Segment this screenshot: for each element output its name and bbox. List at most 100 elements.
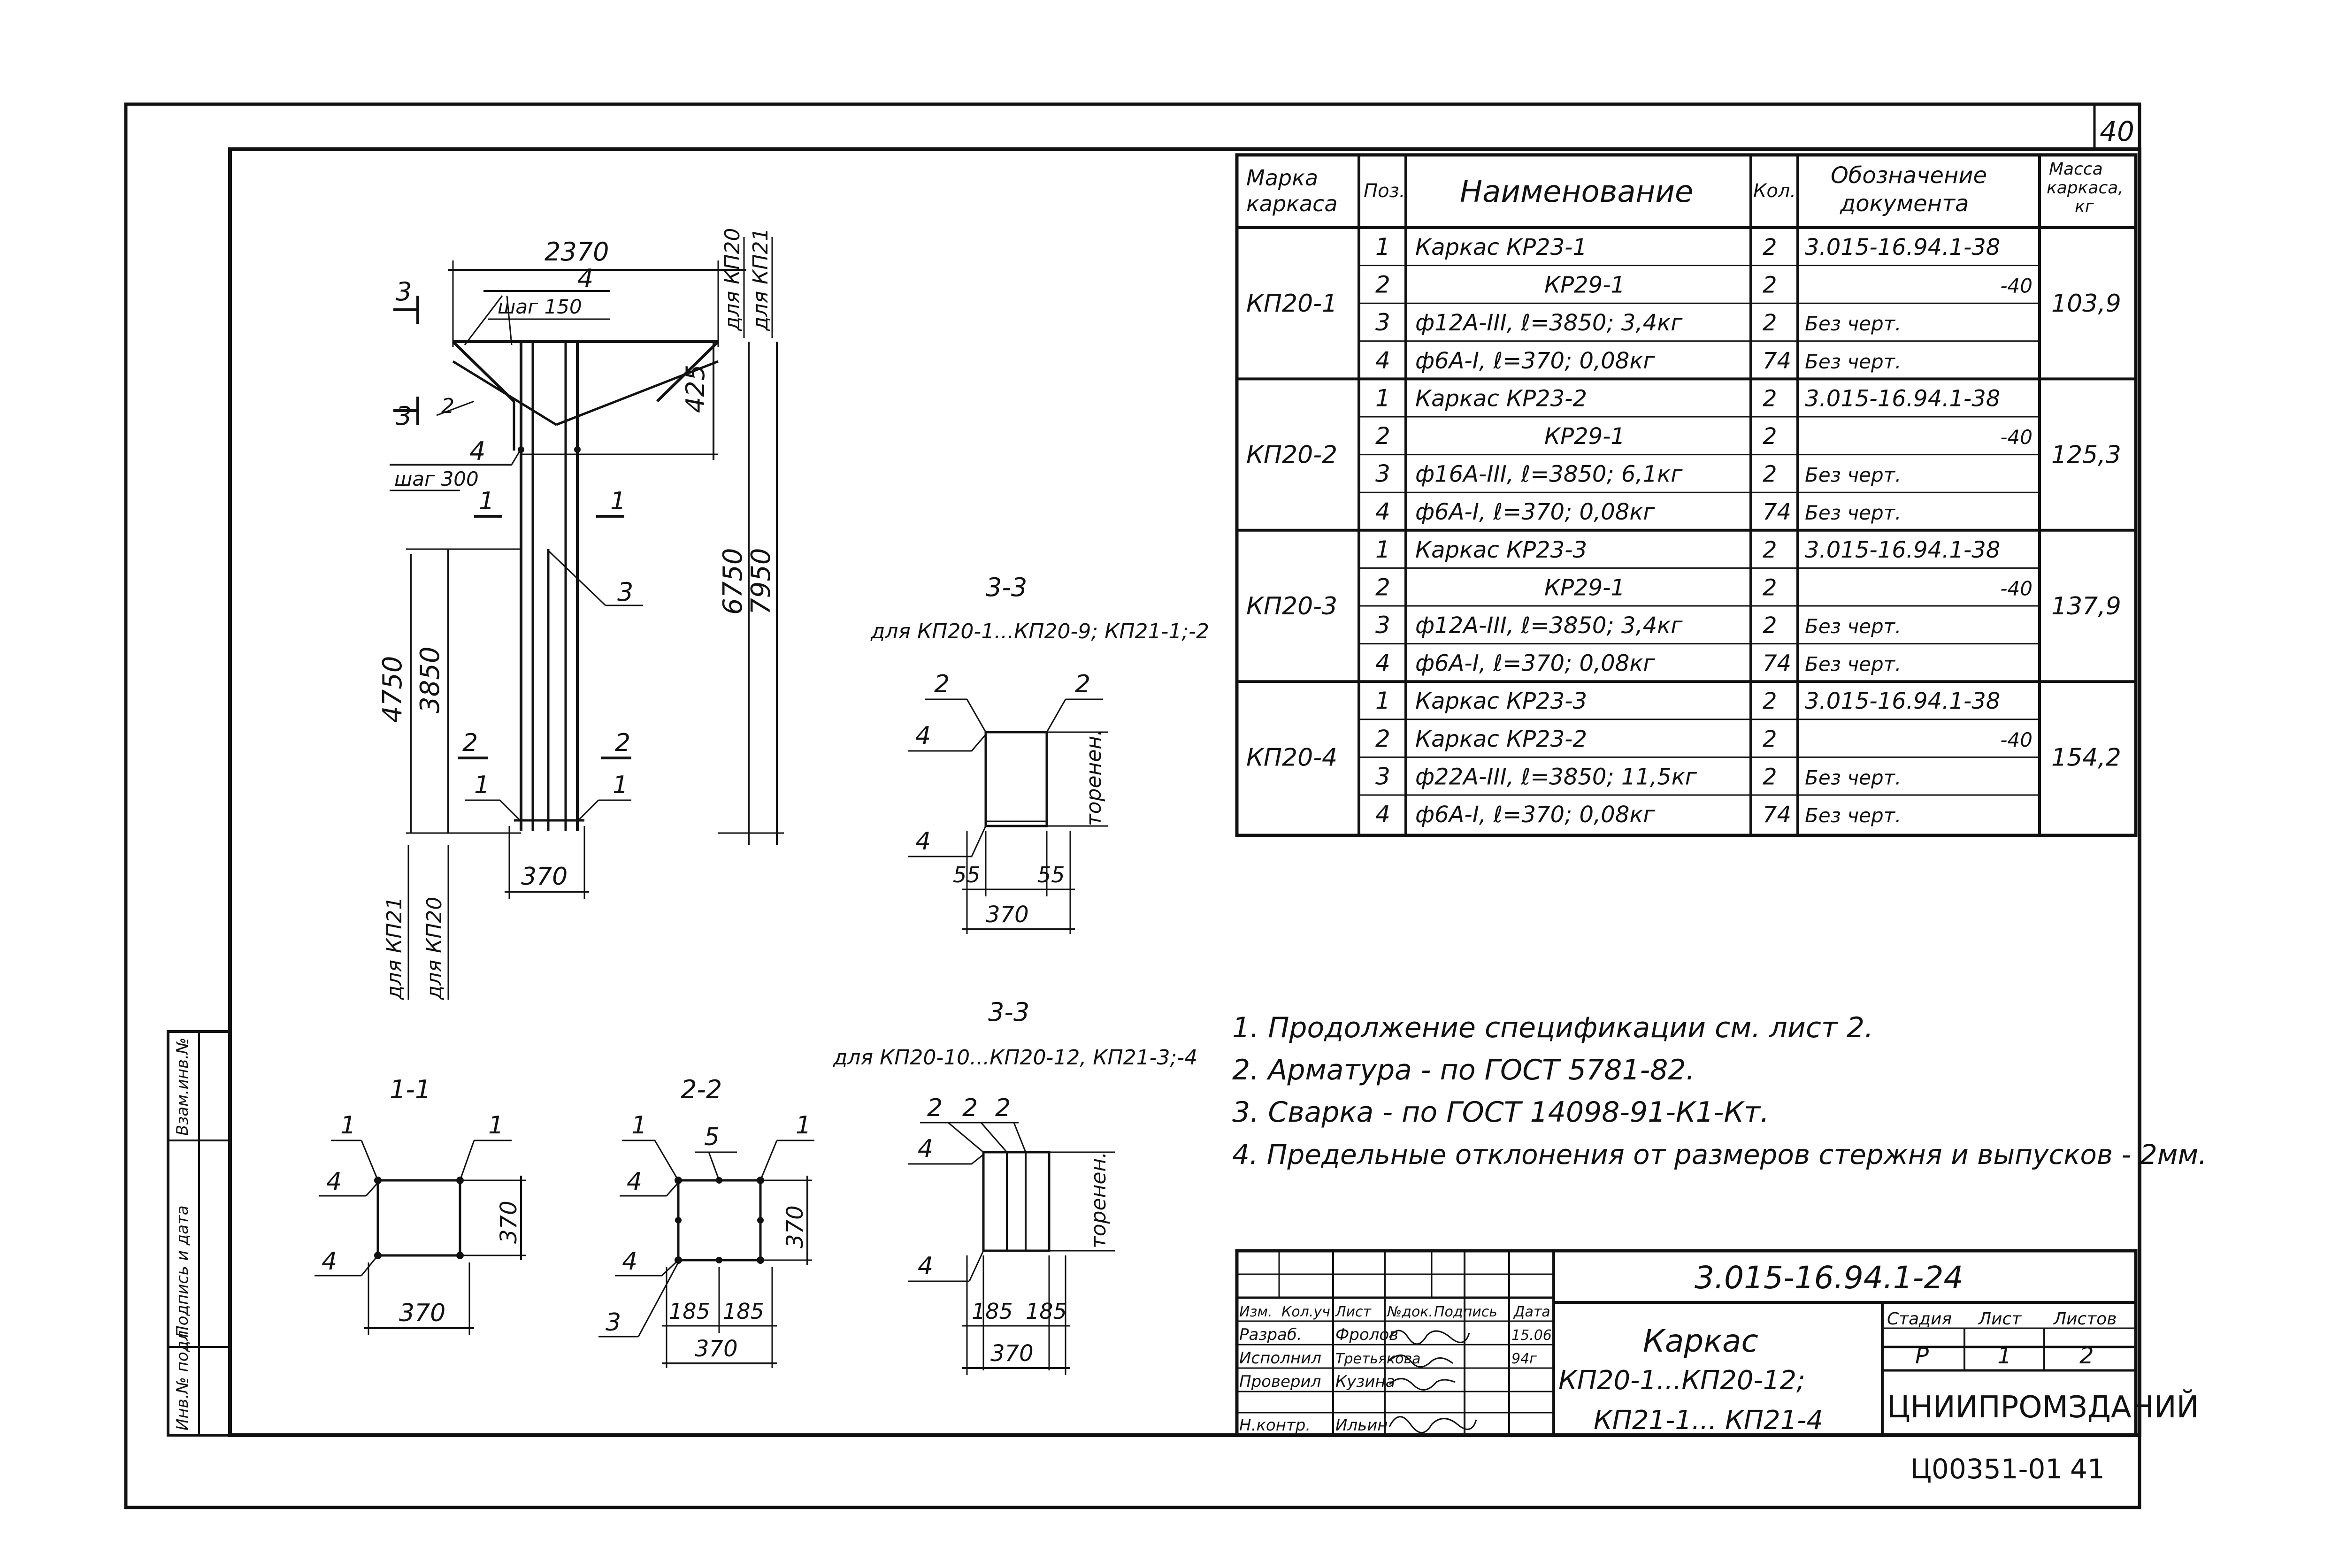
svg-text:торенен.: торенен. <box>1087 1152 1111 1248</box>
s11-title: 1-1 <box>390 1075 431 1104</box>
spec-doc: Без черт. <box>1805 501 1901 524</box>
tb-date-1: 15.06 <box>1511 1327 1552 1344</box>
spec-pos: 3 <box>1375 763 1390 790</box>
spec-pos: 2 <box>1375 271 1390 298</box>
s33a-subtitle: для КП20-1...КП20-9; КП21-1;-2 <box>870 620 1209 643</box>
spec-name: КР29-1 <box>1544 272 1625 298</box>
tb-org: ЦНИИПРОМЗДАНИЙ <box>1887 1389 2199 1425</box>
spec-name: ф22А-III, ℓ=3850; 11,5кг <box>1415 764 1697 790</box>
bottom-page: 41 <box>2070 1453 2105 1485</box>
spec-doc: Без черт. <box>1805 653 1901 676</box>
spec-mass: 137,9 <box>2051 592 2121 620</box>
section-1-1: 1-1 1 1 4 4 370 370 <box>314 1075 526 1335</box>
spec-mass: 125,3 <box>2051 441 2121 469</box>
svg-text:4: 4 <box>622 1247 637 1276</box>
spec-pos: 1 <box>1375 536 1390 563</box>
spec-doc: 3.015-16.94.1-38 <box>1805 385 2000 412</box>
note-2: 2. Арматура - по ГОСТ 5781-82. <box>1232 1054 1695 1086</box>
dim-7950: 7950 <box>746 548 776 615</box>
spec-mark: КП20-3 <box>1246 592 1337 620</box>
svg-text:торенен.: торенен. <box>1082 729 1106 826</box>
spec-name: КР29-1 <box>1544 423 1625 450</box>
spec-pos: 2 <box>1375 725 1390 752</box>
hdr-doc-1: Обозначение <box>1831 162 1987 189</box>
spec-pos: 4 <box>1375 650 1390 677</box>
tb-title-3: КП21-1... КП21-4 <box>1594 1405 1823 1436</box>
spec-doc: Без черт. <box>1805 350 1901 373</box>
svg-text:1: 1 <box>796 1111 811 1140</box>
title-block: 3.015-16.94.1-24 Каркас КП20-1...КП20-12… <box>1235 1249 2199 1437</box>
tb-sheet-v: 1 <box>1997 1343 2012 1369</box>
tb-h-date: Дата <box>1513 1304 1550 1320</box>
svg-text:1: 1 <box>488 1111 504 1140</box>
svg-text:4: 4 <box>915 722 931 750</box>
spec-name: Каркас КР23-3 <box>1415 688 1587 714</box>
spec-qty: 2 <box>1763 310 1777 336</box>
spec-qty: 74 <box>1763 348 1791 374</box>
s33b-subtitle: для КП20-10...КП20-12, КП21-3;-4 <box>833 1046 1197 1070</box>
tb-h-sign: Подпись <box>1434 1304 1497 1320</box>
signature-3 <box>1388 1378 1456 1391</box>
s22-title: 2-2 <box>681 1075 722 1104</box>
note-4: 4. Предельные отклонения от размеров сте… <box>1232 1139 2207 1170</box>
spec-pos: 2 <box>1375 422 1390 450</box>
inner-frame <box>228 147 2141 1437</box>
dim-6750: 6750 <box>718 548 748 615</box>
spec-pos: 4 <box>1375 801 1390 828</box>
spec-doc: -40 <box>2000 728 2033 751</box>
stamp-sign: Подпись и дата <box>173 1205 192 1338</box>
pos1-left: 1 <box>474 771 490 799</box>
spec-doc: Без черт. <box>1805 312 1901 335</box>
spec-qty: 2 <box>1763 764 1777 790</box>
svg-text:3: 3 <box>606 1308 621 1337</box>
section-3-3-b: 3-3 для КП20-10...КП20-12, КП21-3;-4 2 2… <box>833 997 1197 1375</box>
tb-sheets-h: Листов <box>2053 1309 2117 1329</box>
svg-text:370: 370 <box>990 1340 1034 1367</box>
tb-stage-v: Р <box>1915 1343 1929 1369</box>
svg-text:4: 4 <box>627 1168 642 1196</box>
signature-1 <box>1388 1330 1470 1345</box>
svg-text:2: 2 <box>934 670 950 698</box>
spec-name: ф6А-I, ℓ=370; 0,08кг <box>1415 650 1655 677</box>
spec-qty: 74 <box>1763 499 1791 525</box>
spec-doc: Без черт. <box>1805 464 1901 487</box>
tb-h-izm: Изм. <box>1239 1304 1273 1320</box>
left-stamp: Инв.№ подл. Подпись и дата Взам.инв.№ <box>167 1030 231 1437</box>
svg-text:2: 2 <box>995 1094 1011 1122</box>
spec-name: КР29-1 <box>1544 574 1625 601</box>
dim-2370: 2370 <box>545 237 609 267</box>
svg-text:2: 2 <box>1075 670 1090 698</box>
page-number-top: 40 <box>2100 115 2134 147</box>
svg-text:370: 370 <box>782 1205 808 1248</box>
spec-pos: 1 <box>1375 233 1390 260</box>
tb-name-1: Фролов <box>1335 1325 1398 1344</box>
spec-pos: 4 <box>1375 347 1390 374</box>
svg-text:4: 4 <box>918 1135 933 1163</box>
tb-name-4: Ильин <box>1335 1416 1388 1435</box>
spec-name: Каркас КР23-1 <box>1415 234 1587 260</box>
spec-doc: -40 <box>2000 426 2033 449</box>
stamp-inv: Инв.№ подл. <box>173 1325 192 1430</box>
tb-code: 3.015-16.94.1-24 <box>1695 1260 1963 1296</box>
spec-qty: 2 <box>1763 612 1777 639</box>
hdr-name: Наименование <box>1460 175 1693 209</box>
svg-text:55: 55 <box>1037 862 1065 887</box>
cut3-top-label: 3 <box>396 277 412 306</box>
dim-mid-pos4: 4 <box>469 436 485 466</box>
tb-name-3: Кузина <box>1335 1372 1396 1391</box>
s33b-title: 3-3 <box>988 997 1029 1027</box>
svg-text:55: 55 <box>953 862 981 887</box>
hdr-doc-2: документа <box>1840 191 1969 217</box>
spec-mark: КП20-4 <box>1246 743 1337 772</box>
spec-qty: 74 <box>1763 802 1791 828</box>
dim-4750: 4750 <box>377 656 408 723</box>
svg-text:370: 370 <box>399 1299 445 1327</box>
dim-step300: шаг 300 <box>394 467 479 490</box>
tb-sheet-h: Лист <box>1978 1309 2022 1329</box>
svg-text:2: 2 <box>927 1094 943 1122</box>
svg-text:370: 370 <box>496 1201 522 1244</box>
spec-name: ф6А-I, ℓ=370; 0,08кг <box>1415 348 1655 374</box>
spec-doc: 3.015-16.94.1-38 <box>1805 688 2000 714</box>
tb-stage-h: Стадия <box>1887 1309 1952 1329</box>
spec-name: ф12А-III, ℓ=3850; 3,4кг <box>1415 612 1683 639</box>
